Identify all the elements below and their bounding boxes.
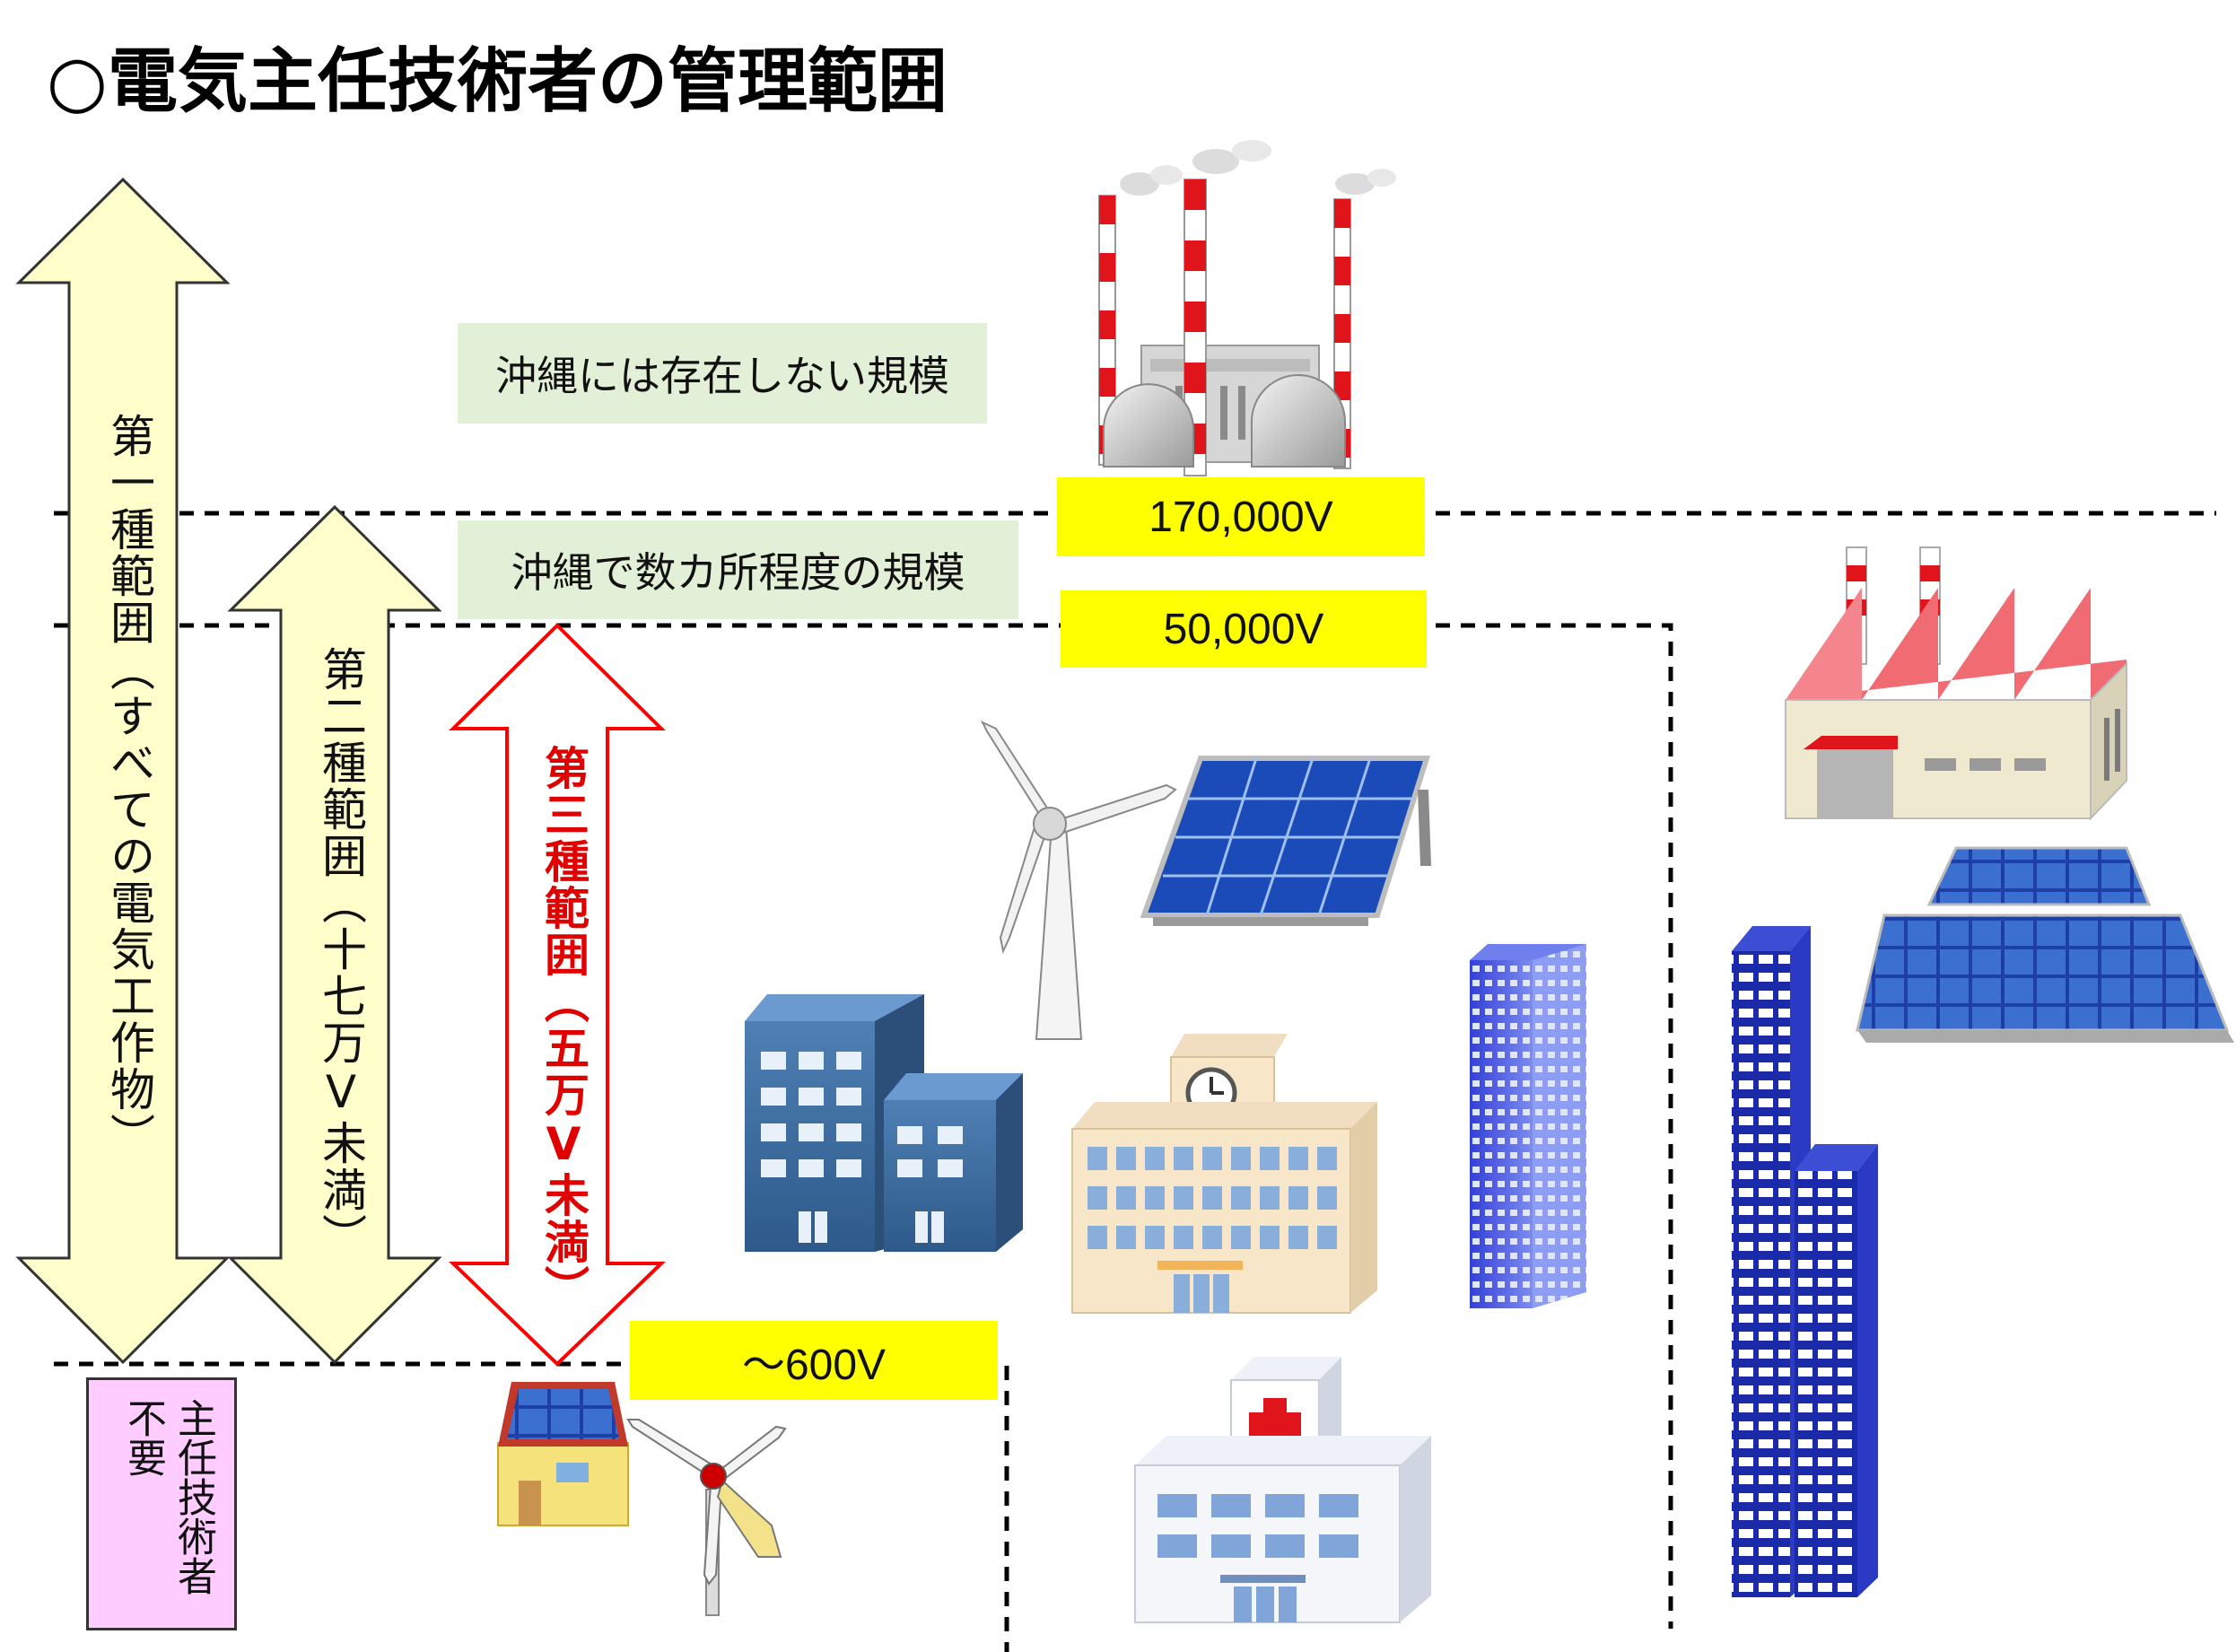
hospital-icon xyxy=(1134,1357,1431,1623)
no-chief-engineer-line2: 不要 xyxy=(120,1398,166,1477)
solar-panel-icon xyxy=(1140,756,1431,926)
page-title: ○電気主任技術者の管理範囲 xyxy=(47,41,948,122)
first-range-label: 第一種範囲（すべての電気工作物） xyxy=(103,413,155,1159)
solar-house-icon xyxy=(497,1382,629,1526)
no-chief-engineer-line1: 主任技術者 xyxy=(170,1398,216,1595)
small-wind-turbine-icon xyxy=(626,1419,787,1616)
level-line-600v xyxy=(54,1361,1009,1652)
solar-farm-icon xyxy=(1856,846,2234,1043)
level-line-50kv xyxy=(54,623,1673,1629)
voltage-label-170kv: 170,000V xyxy=(1057,477,1425,556)
office-building-icon xyxy=(745,994,1023,1252)
no-chief-engineer-box: 主任技術者不要 xyxy=(86,1377,237,1630)
high-rise-tower-icon xyxy=(1470,944,1586,1308)
first-range-arrow xyxy=(15,177,231,1365)
third-range-label: 第三種範囲（五万V未満） xyxy=(537,745,590,1312)
wind-turbine-icon xyxy=(980,720,1177,1040)
third-range-arrow xyxy=(449,623,666,1367)
skyscraper-icon xyxy=(1732,926,1878,1597)
factory-icon xyxy=(1785,546,2127,821)
scale-label-few-in-okinawa: 沖縄で数カ所程度の規模 xyxy=(458,520,1018,619)
second-range-arrow xyxy=(227,504,442,1365)
power-plant-icon xyxy=(1098,140,1396,476)
voltage-label-600v: ～600V xyxy=(630,1321,998,1400)
school-icon xyxy=(1071,1034,1377,1314)
voltage-label-50kv: 50,000V xyxy=(1061,590,1427,668)
second-range-label: 第二種範囲（十七万V未満） xyxy=(315,646,367,1260)
scale-label-not-in-okinawa: 沖縄には存在しない規模 xyxy=(458,323,987,424)
no-chief-engineer-label: 主任技術者不要 xyxy=(118,1398,218,1595)
